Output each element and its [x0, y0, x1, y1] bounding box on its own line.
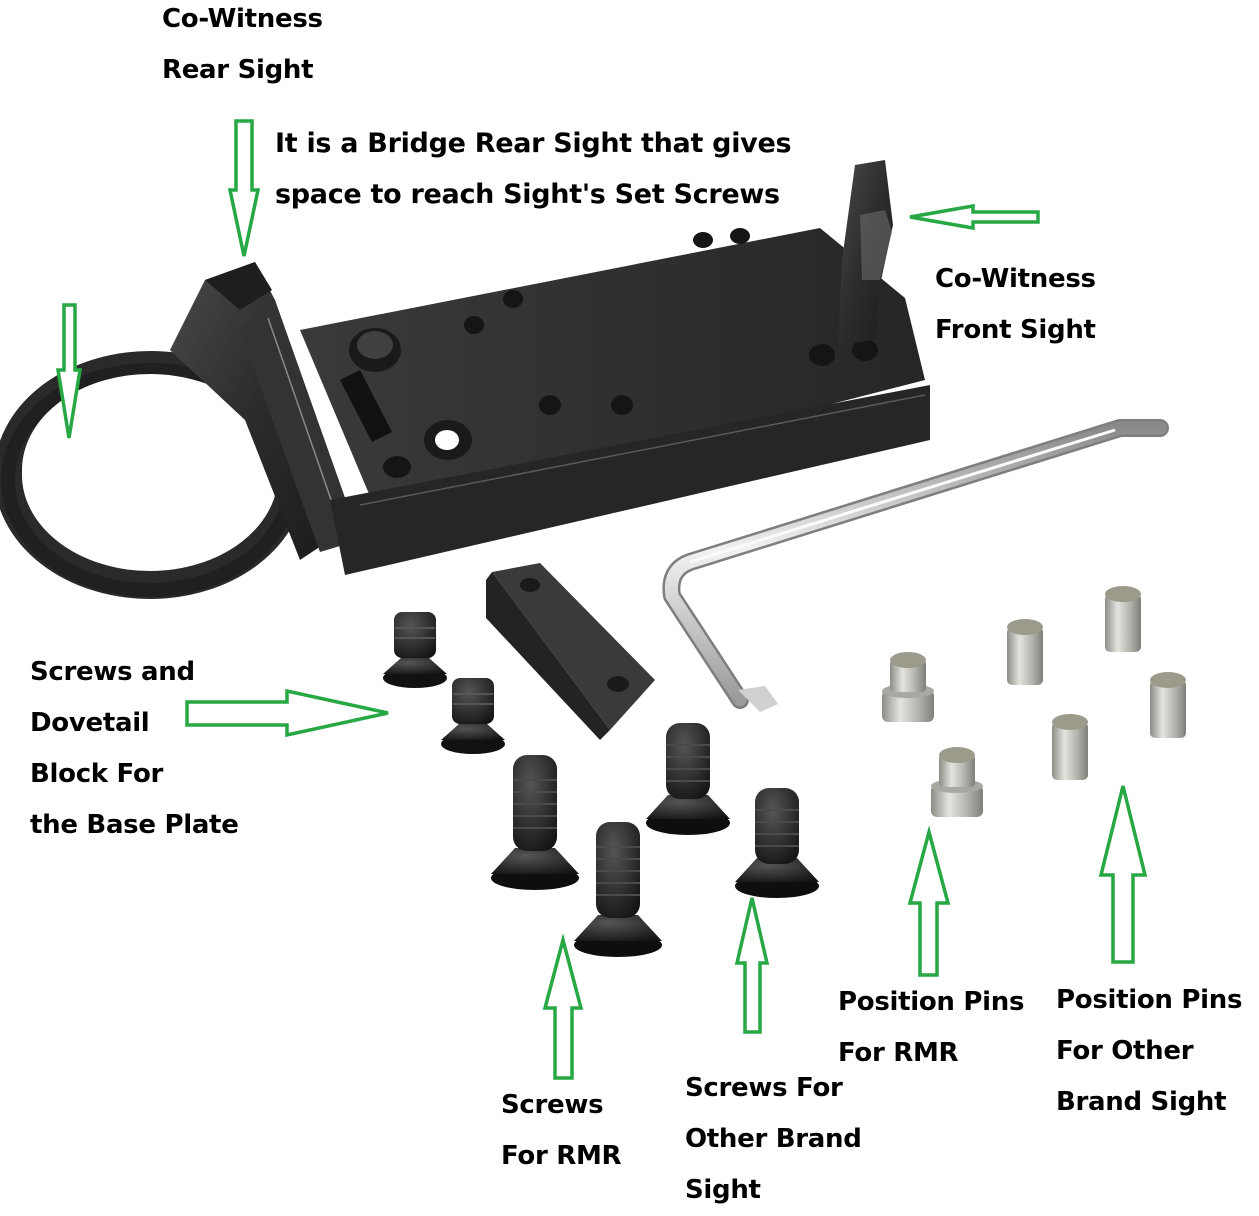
- label-line: Screws For: [685, 1073, 843, 1103]
- label-front-sight: Co-Witness Front Sight: [935, 254, 1096, 356]
- label-pins-rmr: Position Pins For RMR: [838, 977, 1024, 1079]
- label-line: space to reach Sight's Set Screws: [275, 179, 780, 210]
- dovetail-block-icon: [486, 563, 655, 740]
- label-line: It is a Bridge Rear Sight that gives: [275, 128, 792, 159]
- label-line: Other Brand: [685, 1124, 862, 1154]
- label-screws-rmr: Screws For RMR: [501, 1080, 622, 1182]
- arrow-up-icon: [542, 933, 584, 1080]
- label-line: Front Sight: [935, 315, 1096, 345]
- label-line: For RMR: [838, 1038, 959, 1068]
- arrow-up-icon: [1098, 785, 1148, 964]
- label-bridge-note: It is a Bridge Rear Sight that gives spa…: [275, 118, 792, 220]
- label-rear-sight: Co-Witness Rear Sight: [162, 0, 323, 96]
- arrow-up-icon: [734, 897, 770, 1034]
- label-line: Screws: [501, 1090, 604, 1120]
- label-line: For Other: [1056, 1036, 1194, 1066]
- base-plate-icon: [0, 160, 930, 599]
- arrow-left-icon: [909, 203, 1040, 231]
- torx-key-icon: [662, 419, 1169, 712]
- label-screws-other-brand: Screws For Other Brand Sight: [685, 1063, 862, 1216]
- arrow-down-icon: [227, 119, 261, 257]
- label-line: Rear Sight: [162, 55, 314, 85]
- label-line: Co-Witness: [162, 4, 323, 34]
- label-line: Position Pins: [1056, 985, 1243, 1015]
- label-pins-other-brand: Position Pins For Other Brand Sight: [1056, 975, 1242, 1128]
- arrow-down-icon: [55, 303, 83, 439]
- label-line: Sight: [685, 1175, 761, 1205]
- arrow-up-icon: [907, 825, 951, 977]
- straight-pin-icon: [1007, 586, 1186, 780]
- label-dovetail-block: Screws and Dovetail Block For the Base P…: [30, 647, 239, 851]
- stepped-pin-icon: [882, 652, 983, 817]
- arrow-right-icon: [185, 688, 389, 738]
- label-line: Dovetail: [30, 708, 150, 738]
- label-line: Brand Sight: [1056, 1087, 1227, 1117]
- label-line: Block For: [30, 759, 164, 789]
- label-line: Position Pins: [838, 987, 1025, 1017]
- label-line: the Base Plate: [30, 810, 239, 840]
- label-line: For RMR: [501, 1141, 622, 1171]
- set-screw-icon: [383, 612, 505, 754]
- label-line: Screws and: [30, 657, 195, 687]
- flat-head-screw-icon: [491, 723, 819, 957]
- label-line: Co-Witness: [935, 264, 1096, 294]
